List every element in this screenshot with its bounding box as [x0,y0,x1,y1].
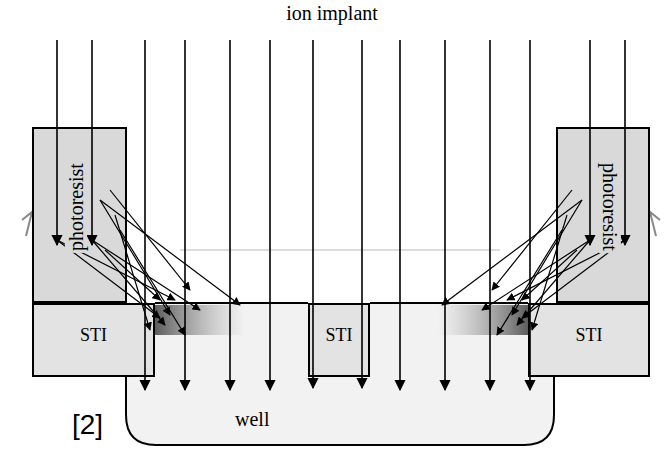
photoresist-block: photoresist [32,127,127,303]
sti-label: STI [326,326,353,346]
scattered-ion-arrow [532,215,567,330]
resist-label: photoresist [65,161,87,253]
scattered-ion-arrow [522,250,577,300]
scattered-ion-arrow [442,200,582,305]
sti-region: STI [32,303,155,377]
ion-arrow [91,40,93,245]
scattered-ion-arrow [100,200,170,315]
resist-label: photoresist [599,161,621,253]
ion-arrow [444,40,446,390]
sti-region: STI [528,303,650,377]
ion-arrow [312,40,314,388]
scattered-ion-arrow [512,200,582,315]
ion-arrow [489,40,491,390]
ion-arrow [144,40,146,390]
scattered-ion-arrow [105,250,160,300]
ion-arrow [269,40,271,390]
ion-arrow [361,40,363,388]
reference-number: [2] [72,410,103,441]
title-label: ion implant [286,2,378,24]
sti-label: STI [576,326,603,346]
sti-label: STI [80,326,107,346]
well-label: well [235,408,269,430]
scattered-ion-arrow [120,230,185,335]
ion-arrow [589,40,591,245]
ion-arrow [56,40,58,245]
scattered-ion-arrow [100,200,240,305]
well-outline [125,303,555,450]
photoresist-block: photoresist [556,127,650,303]
ion-arrow [184,40,186,390]
ion-arrow [229,40,231,390]
sti-region: STI [308,303,370,377]
ion-arrow [399,40,401,390]
scattered-ion-arrow [115,215,150,330]
ion-arrow [624,40,626,245]
well-region: well [125,303,555,450]
